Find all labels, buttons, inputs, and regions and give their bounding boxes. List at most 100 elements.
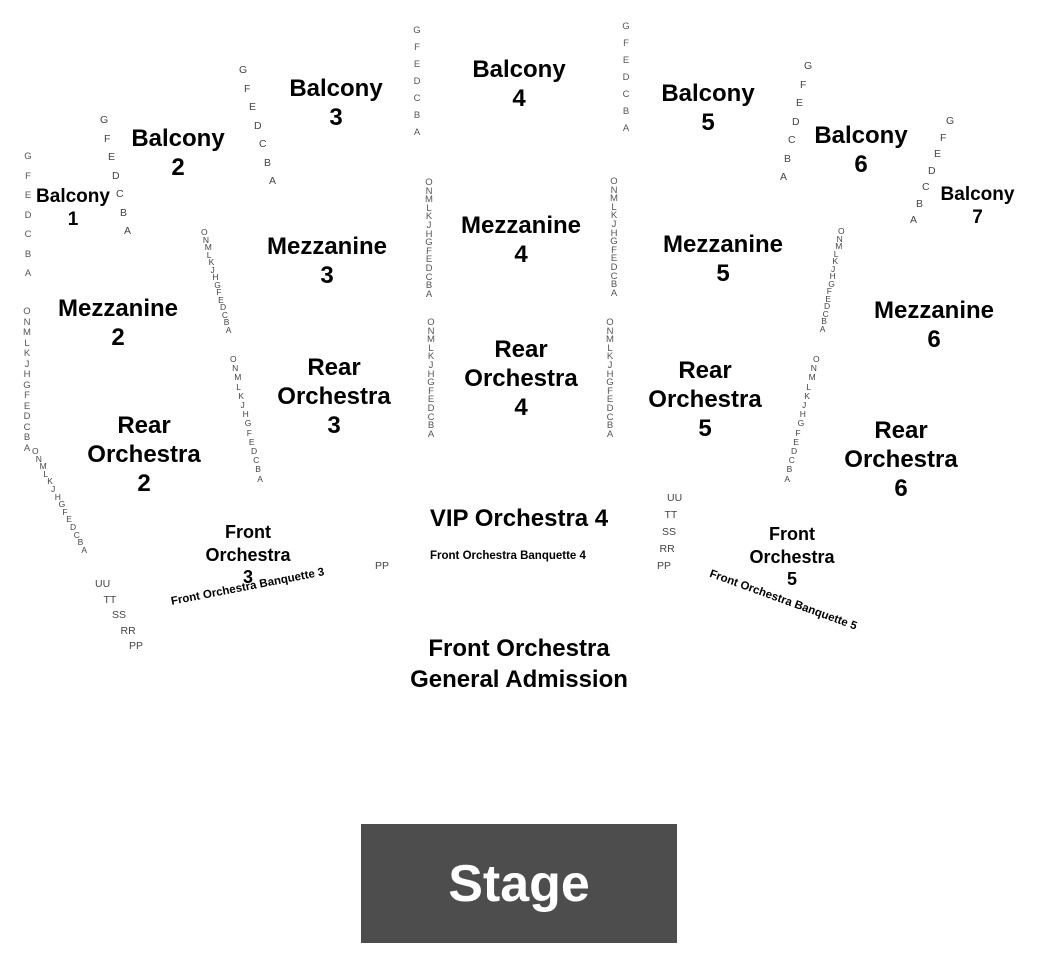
row-letter: K — [23, 348, 31, 359]
section-front-orchestra-5[interactable]: Front Orchestra 5 — [727, 523, 857, 591]
row-letter: M — [234, 372, 242, 383]
row-letter: F — [826, 286, 832, 296]
row-letter: E — [622, 55, 630, 66]
banquette-4-label[interactable]: Front Orchestra Banquette 4 — [430, 550, 586, 562]
section-balcony-3[interactable]: Balcony 3 — [276, 75, 396, 133]
row-letter: N — [610, 184, 618, 196]
row-letter: A — [269, 175, 277, 187]
row-letter: D — [220, 302, 227, 312]
row-letter: B — [786, 464, 793, 475]
row-letter: A — [413, 127, 421, 138]
row-letter: K — [832, 256, 839, 266]
row-letter: E — [606, 394, 614, 406]
row-letter: M — [808, 372, 816, 383]
section-balcony-7[interactable]: Balcony 7 — [930, 184, 1025, 230]
row-letter: L — [806, 381, 812, 392]
row-letter: H — [23, 369, 31, 380]
row-letter: J — [802, 400, 807, 410]
row-letter: F — [623, 38, 629, 49]
row-letter: H — [242, 409, 249, 420]
section-rear-orchestra-3[interactable]: Rear Orchestra 3 — [259, 354, 409, 440]
section-rear-orchestra-2[interactable]: Rear Orchestra 2 — [69, 412, 219, 498]
row-letter: G — [24, 151, 32, 162]
row-letter: D — [606, 402, 614, 414]
row-letter: A — [819, 323, 826, 334]
section-mezzanine-5[interactable]: Mezzanine 5 — [648, 231, 798, 289]
row-letter: E — [425, 254, 433, 266]
row-letter: J — [607, 359, 613, 371]
row-letter: A — [784, 473, 791, 484]
row-letter: E — [825, 293, 832, 304]
row-letter: L — [611, 201, 617, 213]
row-letter: F — [607, 385, 613, 397]
row-letter: G — [946, 115, 955, 127]
row-letter: D — [610, 261, 618, 273]
section-line2: Orchestra — [277, 382, 391, 410]
row-letter: B — [427, 420, 435, 432]
row-letter: TT — [664, 509, 678, 521]
row-letter: UU — [667, 492, 683, 504]
row-letter: G — [797, 418, 805, 429]
section-mezzanine-2[interactable]: Mezzanine 2 — [43, 295, 193, 353]
row-letter: C — [116, 188, 124, 200]
row-letter: L — [833, 248, 839, 259]
row-letter: E — [108, 151, 116, 163]
section-mezzanine-6[interactable]: Mezzanine 6 — [859, 297, 1009, 355]
section-mezzanine-4[interactable]: Mezzanine 4 — [446, 212, 596, 270]
row-letter: E — [24, 190, 32, 201]
section-name: Balcony — [814, 122, 908, 149]
row-letter: J — [831, 263, 836, 274]
row-letter: A — [225, 324, 232, 335]
section-number: 4 — [514, 393, 528, 421]
row-letter: E — [793, 436, 799, 447]
row-letter: B — [24, 248, 32, 260]
row-letter: M — [425, 194, 433, 206]
section-balcony-2[interactable]: Balcony 2 — [118, 125, 238, 183]
row-letter: O — [813, 354, 820, 364]
row-letter: F — [800, 78, 807, 91]
section-vip-orchestra-4[interactable]: VIP Orchestra 4 — [429, 505, 609, 532]
section-mezzanine-3[interactable]: Mezzanine 3 — [252, 233, 402, 291]
row-letter: M — [606, 334, 614, 346]
row-letter: E — [23, 400, 31, 412]
section-front-orchestra-3[interactable]: Front Orchestra 3 — [183, 521, 313, 589]
row-letter: C — [788, 134, 796, 146]
section-number: 5 — [786, 569, 797, 589]
row-letter: N — [23, 316, 31, 328]
row-letter: A — [606, 428, 614, 440]
row-letter: A — [425, 288, 433, 300]
row-letter: A — [780, 171, 788, 183]
row-letter: B — [784, 152, 792, 165]
row-letter: F — [795, 427, 801, 438]
ga-line2: General Admission — [410, 665, 628, 693]
row-letter: K — [610, 210, 618, 222]
row-letter: G — [622, 21, 630, 32]
section-rear-orchestra-4[interactable]: Rear Orchestra 4 — [446, 336, 596, 422]
section-rear-orchestra-6[interactable]: Rear Orchestra 6 — [826, 417, 976, 503]
section-balcony-5[interactable]: Balcony 5 — [648, 80, 768, 138]
section-front-orchestra-general-admission[interactable]: Front Orchestra General Admission — [379, 634, 659, 695]
section-name: Mezzanine — [460, 212, 582, 239]
row-letter: N — [606, 325, 614, 337]
section-balcony-4[interactable]: Balcony 4 — [459, 56, 579, 114]
row-letter: A — [23, 442, 31, 454]
row-letter: L — [428, 342, 434, 354]
section-number: 2 — [111, 323, 125, 351]
row-letter: N — [425, 185, 433, 197]
row-letter: C — [606, 411, 614, 423]
row-letter: F — [414, 42, 420, 53]
section-rear-orchestra-5[interactable]: Rear Orchestra 5 — [630, 357, 780, 443]
row-letter: B — [425, 280, 433, 292]
row-letter: F — [246, 427, 252, 438]
section-line1: Rear — [494, 336, 548, 363]
stage-label: Stage — [448, 854, 590, 913]
row-letter: B — [223, 317, 230, 327]
section-balcony-1[interactable]: Balcony 1 — [28, 186, 118, 232]
section-balcony-6[interactable]: Balcony 6 — [801, 122, 921, 180]
section-number: 5 — [701, 108, 715, 136]
section-line1: Rear — [307, 354, 361, 381]
row-letter: F — [216, 287, 222, 297]
row-letter: G — [425, 237, 433, 249]
